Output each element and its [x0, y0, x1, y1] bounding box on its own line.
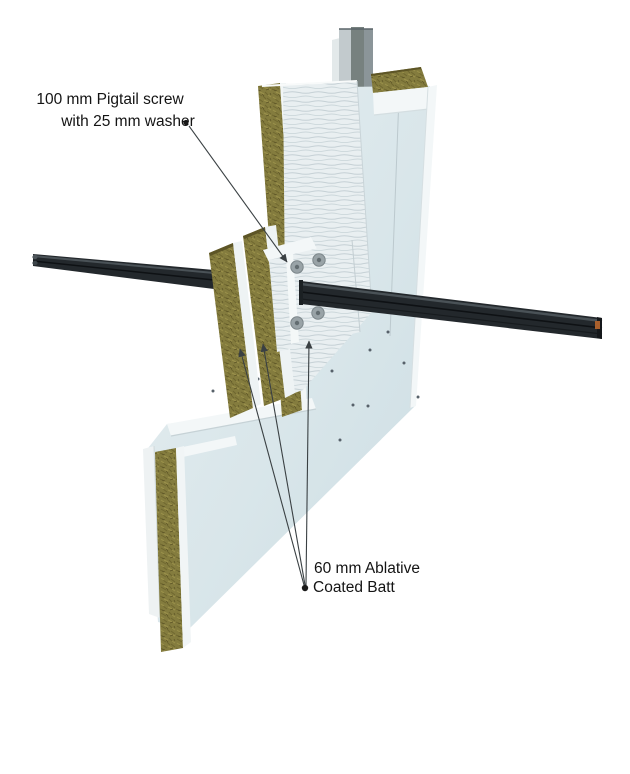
batt1-top-shade [209, 243, 234, 256]
steel-stud [332, 27, 373, 93]
washer [312, 253, 326, 267]
beam-tube-end [32, 260, 38, 266]
leader-line-batt-1 [238, 348, 305, 586]
leader-dot-batt [301, 584, 309, 592]
beam-right-start-cap [299, 280, 303, 305]
batt2-top-shade [243, 227, 266, 239]
block-right-shadow [351, 239, 361, 333]
stud-web [351, 27, 364, 92]
annotation-pigtail: 100 mm Pigtail screw with 25 mm washer [36, 91, 194, 130]
panel-skin-inner [176, 446, 191, 648]
wall-right-edge [410, 85, 437, 408]
steel-beam-right [299, 280, 603, 339]
wall-right-edge-line [409, 86, 429, 409]
batt-large-right-edge [356, 80, 373, 313]
annotation-batt: 60 mm Ablative Coated Batt [313, 560, 420, 596]
washer [290, 260, 304, 274]
washers [290, 253, 326, 330]
batt1-wool-edge [209, 243, 253, 418]
washer [311, 306, 325, 320]
leader-line-pigtail [188, 125, 288, 263]
mineral-wool-core [155, 448, 183, 652]
beam-right-groove2 [300, 298, 603, 335]
beam-right-groove [300, 291, 603, 329]
annotation-pigtail-line1: 100 mm Pigtail screw [36, 91, 184, 108]
batt-large-top-edge [261, 80, 358, 87]
panel-skin-band-shadow [373, 108, 430, 116]
block-top-ledge [263, 237, 317, 262]
stud-back-panel [332, 38, 340, 92]
beam-left-groove [32, 260, 215, 281]
washer [290, 316, 304, 330]
annotation-pigtail-line2: with 25 mm washer [60, 113, 195, 130]
leader-lines [188, 125, 313, 586]
panel-skin-outer [143, 446, 160, 618]
leader-line-batt-3 [305, 340, 313, 586]
beam-cable-end [595, 321, 600, 329]
stud-flange-right [364, 29, 373, 93]
beam-left-body [33, 254, 214, 289]
beam-right-highlight [300, 282, 603, 323]
skin-core-gap [153, 445, 161, 619]
panel-head-top-right [371, 67, 437, 409]
leader-dot-pigtail [183, 119, 189, 126]
batt2-wool-edge [243, 227, 285, 406]
sandwich-core-end [143, 445, 191, 652]
leader-line-batt-2 [260, 343, 306, 586]
batt1-coating-edge [233, 241, 261, 408]
annotation-batt-line2: Coated Batt [313, 579, 396, 596]
steel-beam-left [32, 254, 215, 289]
stud-flange-left [339, 29, 351, 91]
beam-left-highlight [32, 255, 215, 274]
batt-column-1 [209, 241, 261, 418]
panel-ledge-upper [167, 398, 316, 436]
annotation-batt-line1: 60 mm Ablative [314, 560, 420, 577]
beam-tube-end [32, 254, 38, 260]
panel-skin-top-band [373, 87, 429, 115]
panel-core-top-edge [371, 67, 421, 76]
